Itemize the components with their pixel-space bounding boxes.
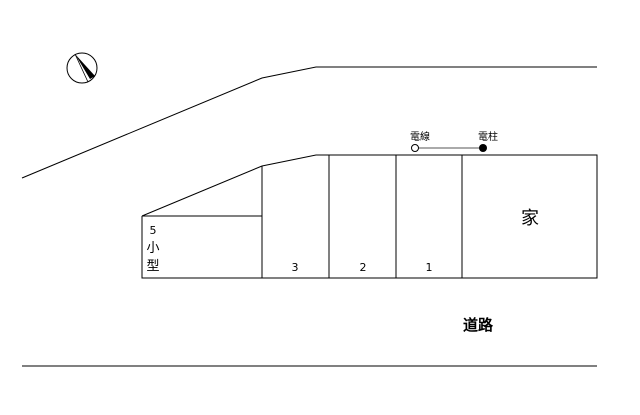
house-label: 家: [521, 208, 539, 229]
space-3-label: 3: [292, 261, 299, 274]
space-5-small-2: 型: [146, 259, 159, 274]
wire-label: 電線: [410, 130, 430, 143]
site-boundary-line: [21, 66, 597, 179]
wire-end-icon: [411, 144, 419, 152]
space-5-small-1: 小: [146, 241, 159, 256]
pole-label: 電柱: [478, 130, 498, 143]
space-2-label: 2: [360, 261, 367, 274]
space-1-label: 1: [426, 261, 433, 274]
space-5-number: 5: [150, 224, 157, 237]
road-label: 道路: [463, 316, 494, 334]
utility-pole-icon: [479, 144, 487, 152]
compass-icon: [66, 52, 98, 84]
